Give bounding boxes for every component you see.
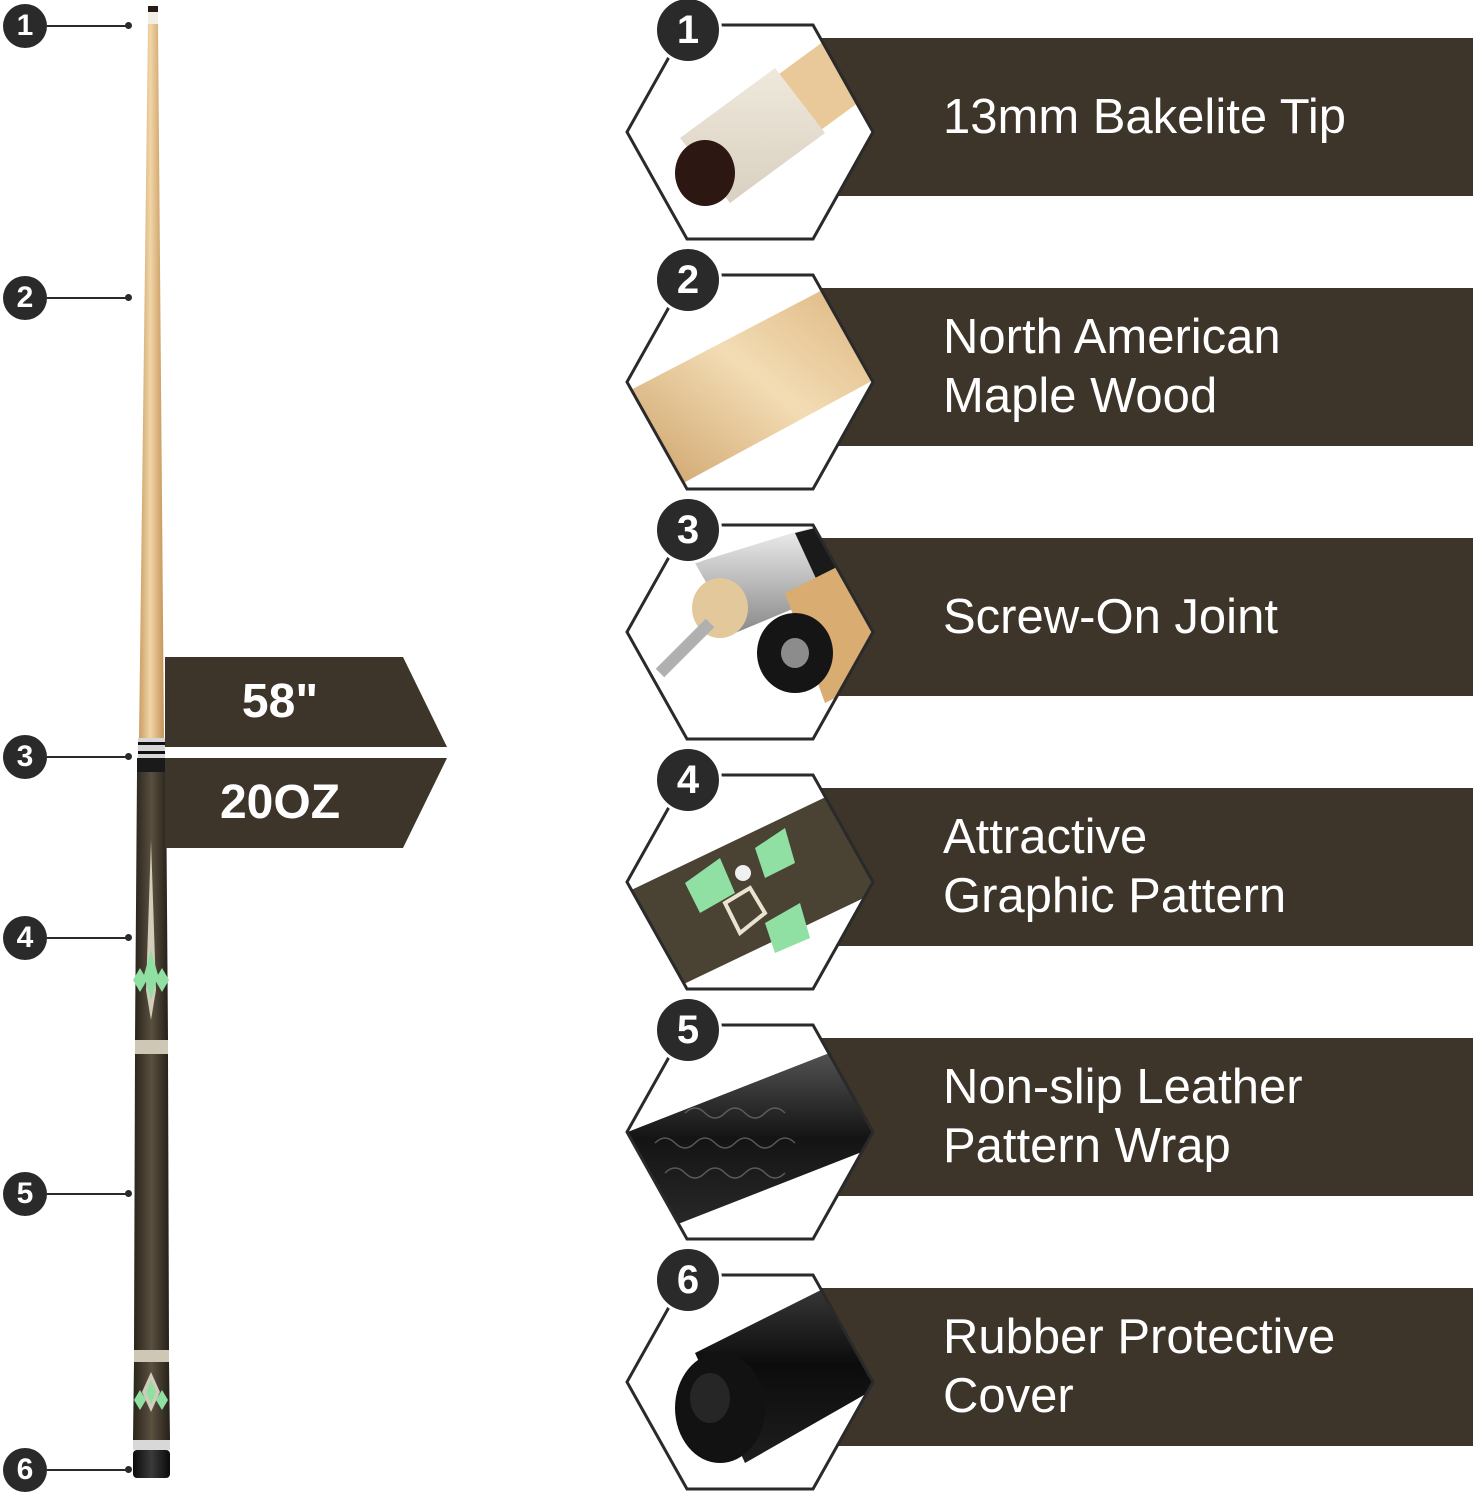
rubber-bumper-closeup-image — [625, 1273, 875, 1491]
weight-value: 20OZ — [219, 776, 341, 829]
feature-number: 2 — [654, 246, 722, 314]
callout-number: 6 — [3, 1448, 47, 1492]
maple-shaft-closeup-image — [625, 273, 875, 491]
feature-band — [795, 288, 1473, 446]
feature-row-6: 6 Rubber Protective Cover — [625, 1246, 1473, 1498]
feature-number: 4 — [654, 746, 722, 814]
feature-band — [795, 38, 1473, 196]
forearm-inlay — [133, 840, 169, 1020]
feature-row-2: 2 North American Maple Wood — [625, 246, 1473, 498]
callout-number: 3 — [3, 735, 47, 779]
feature-row-3: 3 Screw-On Joint — [625, 496, 1473, 748]
feature-band — [795, 788, 1473, 946]
feature-number: 3 — [654, 496, 722, 564]
feature-band — [795, 538, 1473, 696]
inlay-pattern-closeup-image — [625, 773, 875, 991]
cue-wrap — [134, 1054, 169, 1350]
butt-inlay — [134, 1372, 168, 1412]
feature-row-5: 5 Non-slip Leather Pattern Wrap — [625, 996, 1473, 1248]
feature-label: Attractive Graphic Pattern — [943, 810, 1287, 923]
leader-line — [47, 756, 127, 758]
cue-ferrule — [148, 12, 158, 24]
callout-6: 6 — [0, 1448, 140, 1492]
feature-label: North American Maple Wood — [943, 310, 1281, 423]
feature-row-1: 1 13mm Bakelite Tip — [625, 0, 1473, 248]
weight-spec: 20OZ — [165, 758, 447, 848]
feature-label: Screw-On Joint — [943, 589, 1278, 644]
feature-label: 13mm Bakelite Tip — [943, 89, 1347, 144]
callout-number: 2 — [3, 276, 47, 320]
leader-dot — [125, 753, 132, 760]
cue-bumper — [133, 1450, 170, 1478]
leader-line — [47, 1469, 127, 1471]
leather-wrap-closeup-image — [625, 1023, 875, 1241]
leader-dot — [125, 1190, 132, 1197]
callout-1: 1 — [0, 4, 140, 48]
feature-number: 5 — [654, 996, 722, 1064]
cue-joint — [138, 738, 165, 758]
length-value: 58" — [241, 675, 319, 728]
leader-dot — [125, 934, 132, 941]
callout-4: 4 — [0, 916, 140, 960]
feature-row-4: 4 Attractive Graphic Pattern — [625, 746, 1473, 998]
feature-number: 6 — [654, 1246, 722, 1314]
leader-dot — [125, 294, 132, 301]
feature-number: 1 — [654, 0, 722, 64]
tip-closeup-image — [625, 23, 875, 241]
length-spec: 58" — [165, 657, 447, 747]
callout-number: 1 — [3, 4, 47, 48]
leader-line — [47, 1193, 127, 1195]
cue-illustration — [133, 6, 170, 1478]
cue-shaft — [139, 24, 164, 740]
callout-3: 3 — [0, 735, 140, 779]
joint-closeup-image — [625, 523, 875, 741]
leader-line — [47, 25, 127, 27]
leader-dot — [125, 1466, 132, 1473]
feature-label: Non-slip Leather Pattern Wrap — [943, 1060, 1303, 1173]
cue-tip — [148, 6, 158, 12]
callout-5: 5 — [0, 1172, 140, 1216]
leader-line — [47, 297, 127, 299]
leader-line — [47, 937, 127, 939]
callout-number: 4 — [3, 916, 47, 960]
feature-band — [795, 1038, 1473, 1196]
callout-number: 5 — [3, 1172, 47, 1216]
callout-2: 2 — [0, 276, 140, 320]
feature-band — [795, 1288, 1473, 1446]
leader-dot — [125, 22, 132, 29]
feature-label: Rubber Protective Cover — [943, 1310, 1336, 1423]
